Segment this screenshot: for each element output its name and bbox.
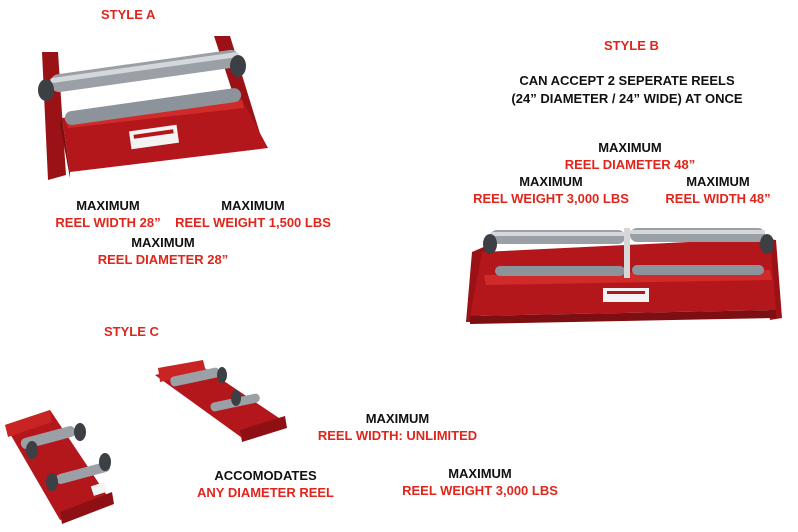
style-b-max-weight: MAXIMUM REEL WEIGHT 3,000 LBS — [473, 174, 629, 206]
style-a-max-width: MAXIMUM REEL WIDTH 28” — [55, 198, 161, 230]
style-b-note: CAN ACCEPT 2 SEPERATE REELS (24” DIAMETE… — [511, 73, 743, 106]
style-b-max-diameter: MAXIMUM REEL DIAMETER 48” — [564, 140, 696, 172]
style-c-title: STYLE C — [104, 324, 159, 339]
style-b-max-width: MAXIMUM REEL WIDTH 48” — [665, 174, 771, 206]
style-c-max-weight: MAXIMUM REEL WEIGHT 3,000 LBS — [402, 466, 558, 498]
style-b-title: STYLE B — [604, 38, 659, 53]
style-c-max-width: MAXIMUM REEL WIDTH: UNLIMITED — [317, 411, 478, 443]
style-a-max-weight: MAXIMUM REEL WEIGHT 1,500 LBS — [175, 198, 331, 230]
style-a-max-diameter: MAXIMUM REEL DIAMETER 28” — [97, 235, 229, 267]
style-a-title: STYLE A — [101, 7, 156, 22]
style-c-accommodates: ACCOMODATES ANY DIAMETER REEL — [197, 468, 334, 500]
